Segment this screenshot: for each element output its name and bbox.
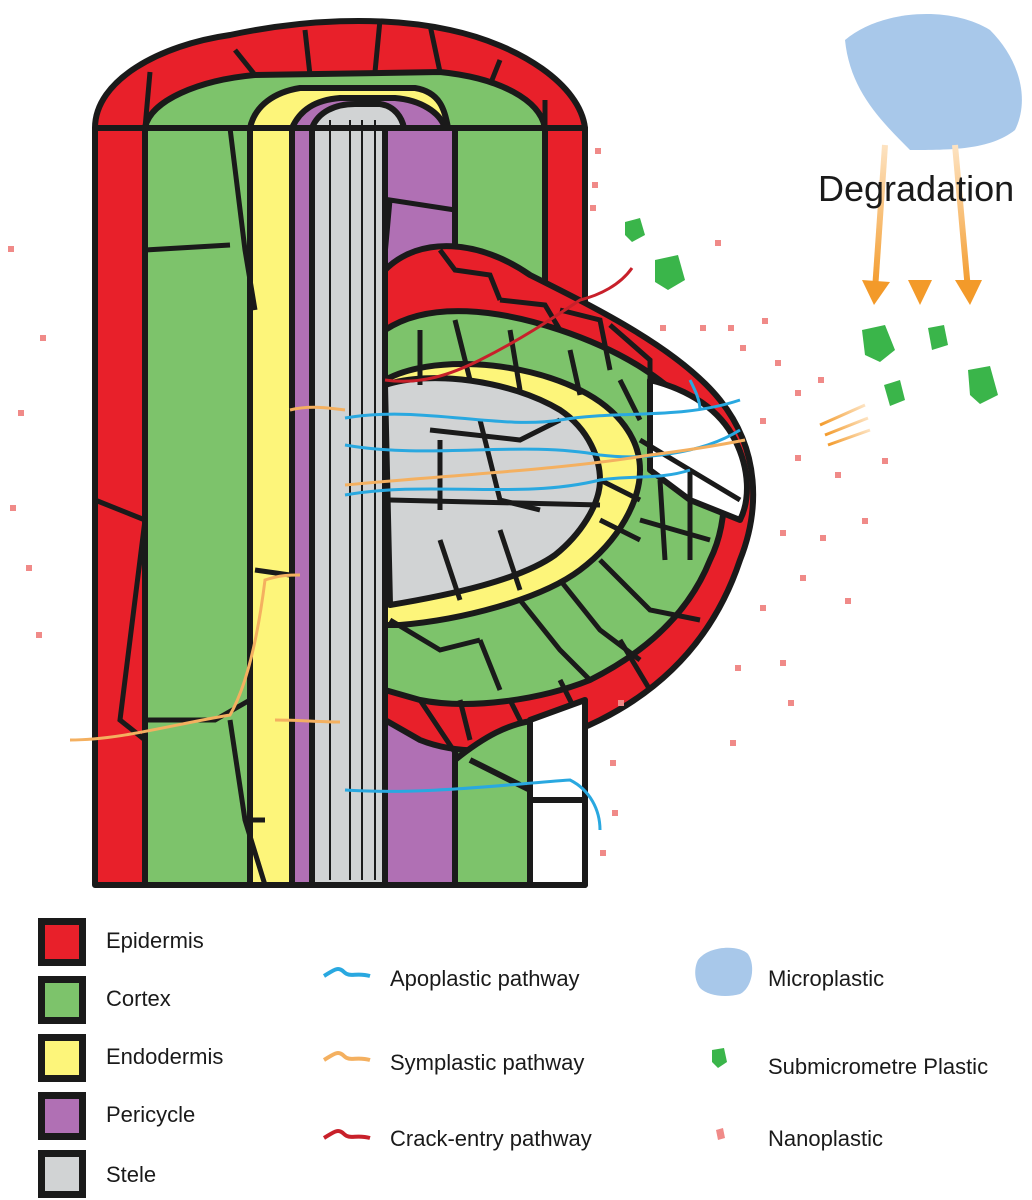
legend-label-symplastic: Symplastic pathway [390, 1050, 585, 1075]
legend-label-nanoplastic: Nanoplastic [768, 1126, 883, 1151]
degradation-label: Degradation [818, 168, 1015, 209]
symplastic-pathway-icon [322, 1051, 371, 1062]
degradation-arrowheads [862, 280, 982, 305]
degradation-arrows [872, 144, 971, 291]
stele-cap [309, 101, 407, 131]
swatch-stele [38, 1150, 86, 1198]
microplastic-blob [845, 13, 1022, 151]
legend-label-apoplastic: Apoplastic pathway [390, 966, 580, 991]
submicrometre-particles [625, 218, 998, 406]
entry-arrows [819, 403, 871, 447]
endodermis-left [247, 125, 295, 888]
lateral-cell-walls [388, 248, 742, 801]
crack-pathway [384, 267, 634, 383]
microplastic-blob-icon [695, 947, 753, 996]
swatch-pericycle [38, 1092, 86, 1140]
lateral-root [382, 243, 757, 754]
lateral-tip-white [647, 377, 750, 523]
legend-label-submicrometre: Submicrometre Plastic [768, 1054, 989, 1079]
legend-label-stele: Stele [106, 1162, 157, 1187]
legend-label-crack: Crack-entry pathway [390, 1126, 592, 1151]
legend-label-epidermis: Epidermis [106, 928, 204, 953]
swatch-endodermis [38, 1034, 86, 1082]
nanoplastic-dot-icon [716, 1128, 725, 1140]
swatch-epidermis [38, 918, 86, 966]
legend-plastic-icons [695, 947, 753, 1140]
legend-label-cortex: Cortex [106, 986, 171, 1011]
crack-pathway-icon [322, 1129, 371, 1140]
lower-right-cells [452, 697, 588, 888]
stele-fine-lines [329, 120, 376, 880]
nanoplastic-dots [8, 148, 888, 856]
legend-pathway-icons [322, 967, 371, 1140]
epidermis-cap-cells [142, 19, 548, 129]
legend-label-microplastic: Microplastic [768, 966, 885, 991]
swatch-cortex [38, 976, 86, 1024]
submicrometre-particle-icon [712, 1048, 727, 1068]
apoplastic-pathway-icon [322, 967, 371, 978]
legend-label-pericycle: Pericycle [106, 1102, 196, 1127]
legend-label-endodermis: Endodermis [106, 1044, 224, 1069]
symplastic-pathways [69, 405, 746, 742]
